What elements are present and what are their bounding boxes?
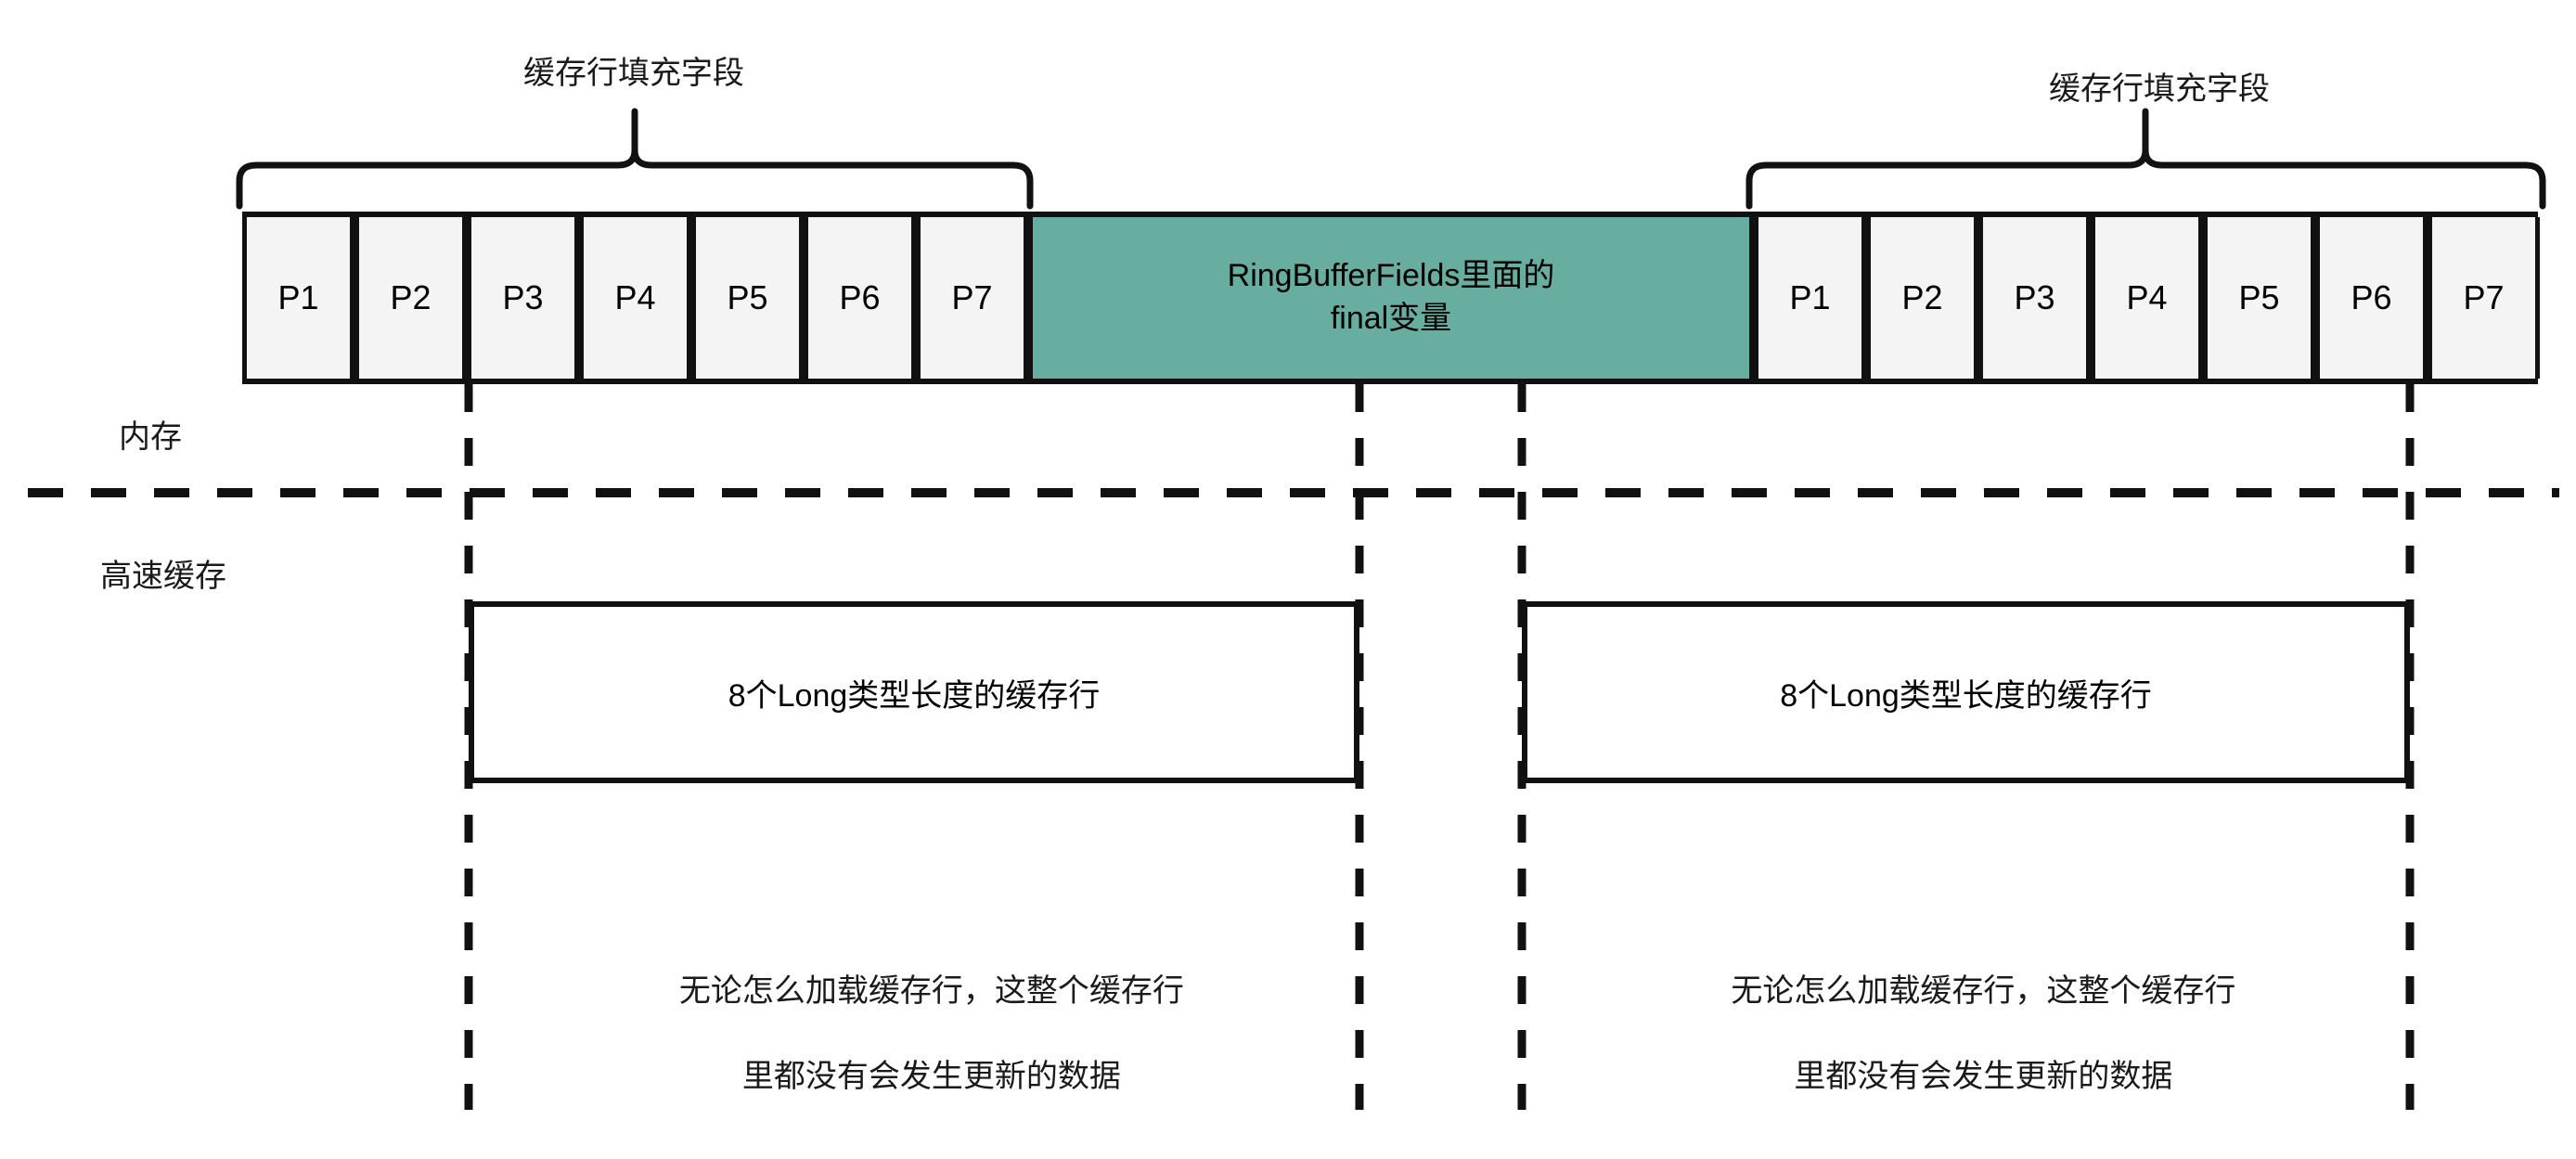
memory-cell-right-p2[interactable]: P2 <box>1866 217 1978 379</box>
memory-cell-right-p6[interactable]: P6 <box>2315 217 2428 379</box>
cache-line-box-label: 8个Long类型长度的缓存行 <box>728 677 1101 714</box>
cache-line-note-2-line1: 无论怎么加载缓存行，这整个缓存行 <box>1731 972 2236 1009</box>
memory-cell-right-p7[interactable]: P7 <box>2428 217 2540 379</box>
cell-label: P6 <box>839 278 881 316</box>
ringbufferfields-label-wrap: RingBufferFields里面的 final变量 <box>1228 255 1555 341</box>
memory-cell-left-p3[interactable]: P3 <box>467 217 579 379</box>
cache-line-note-1: 无论怎么加载缓存行，这整个缓存行 里都没有会发生更新的数据 <box>469 928 1359 1140</box>
cell-label: P7 <box>2463 278 2505 316</box>
ringbufferfields-label-line1: RingBufferFields里面的 <box>1227 258 1555 294</box>
cell-label: P3 <box>502 278 544 316</box>
memory-cell-right-p5[interactable]: P5 <box>2203 217 2315 379</box>
cell-label: P4 <box>614 278 656 316</box>
ringbufferfields-label-line2: final变量 <box>1330 301 1452 336</box>
memory-cell-right-p3[interactable]: P3 <box>1978 217 2091 379</box>
memory-side-label: 内存 <box>119 419 182 455</box>
cell-label: P3 <box>2014 278 2055 316</box>
cell-label: P5 <box>2238 278 2280 316</box>
cell-label: P1 <box>1789 278 1831 316</box>
cell-label: P2 <box>390 278 431 316</box>
memory-cell-left-p2[interactable]: P2 <box>354 217 467 379</box>
cell-label: P1 <box>277 278 319 316</box>
cache-line-note-2: 无论怎么加载缓存行，这整个缓存行 里都没有会发生更新的数据 <box>1522 928 2410 1140</box>
cache-line-note-1-line1: 无论怎么加载缓存行，这整个缓存行 <box>678 972 1184 1009</box>
cell-label: P6 <box>2351 278 2392 316</box>
cell-label: P4 <box>2126 278 2168 316</box>
cache-line-box-label: 8个Long类型长度的缓存行 <box>1780 677 2152 714</box>
cache-line-box-1[interactable]: 8个Long类型长度的缓存行 <box>469 601 1359 783</box>
memory-cell-left-p4[interactable]: P4 <box>579 217 691 379</box>
cache-line-note-1-line2: 里都没有会发生更新的数据 <box>741 1058 1121 1094</box>
cache-line-note-2-line2: 里都没有会发生更新的数据 <box>1794 1058 2173 1094</box>
memory-cell-left-p7[interactable]: P7 <box>916 217 1028 379</box>
memory-cell-left-p1[interactable]: P1 <box>242 217 354 379</box>
cell-label: P2 <box>1901 278 1943 316</box>
brace-label-left: 缓存行填充字段 <box>523 56 744 91</box>
memory-cell-left-p5[interactable]: P5 <box>691 217 804 379</box>
cache-side-label: 高速缓存 <box>100 559 226 594</box>
memory-cell-left-p6[interactable]: P6 <box>804 217 916 379</box>
ringbufferfields-block[interactable]: RingBufferFields里面的 final变量 <box>1028 217 1754 379</box>
cell-label: P7 <box>951 278 993 316</box>
memory-cell-right-p1[interactable]: P1 <box>1754 217 1866 379</box>
cell-label: P5 <box>727 278 768 316</box>
brace-label-right: 缓存行填充字段 <box>2049 71 2270 107</box>
cache-line-box-2[interactable]: 8个Long类型长度的缓存行 <box>1522 601 2410 783</box>
memory-cell-right-p4[interactable]: P4 <box>2091 217 2203 379</box>
